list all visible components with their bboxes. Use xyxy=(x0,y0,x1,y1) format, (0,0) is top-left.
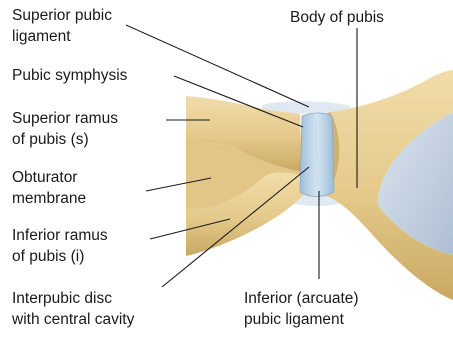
label-obturator-membrane: Obturator membrane xyxy=(12,167,86,209)
label-inferior-ramus: Inferior ramus of pubis (i) xyxy=(12,225,108,267)
label-superior-ramus: Superior ramus of pubis (s) xyxy=(12,108,118,150)
label-pubic-symphysis: Pubic symphysis xyxy=(12,65,127,86)
label-interpubic-disc: Interpubic disc with central cavity xyxy=(12,288,134,330)
leader-superior-pubic-ligament xyxy=(126,25,309,107)
label-superior-pubic-ligament: Superior pubic ligament xyxy=(12,5,112,47)
label-inferior-pubic-ligament: Inferior (arcuate) pubic ligament xyxy=(244,288,359,330)
label-body-of-pubis: Body of pubis xyxy=(290,7,384,28)
